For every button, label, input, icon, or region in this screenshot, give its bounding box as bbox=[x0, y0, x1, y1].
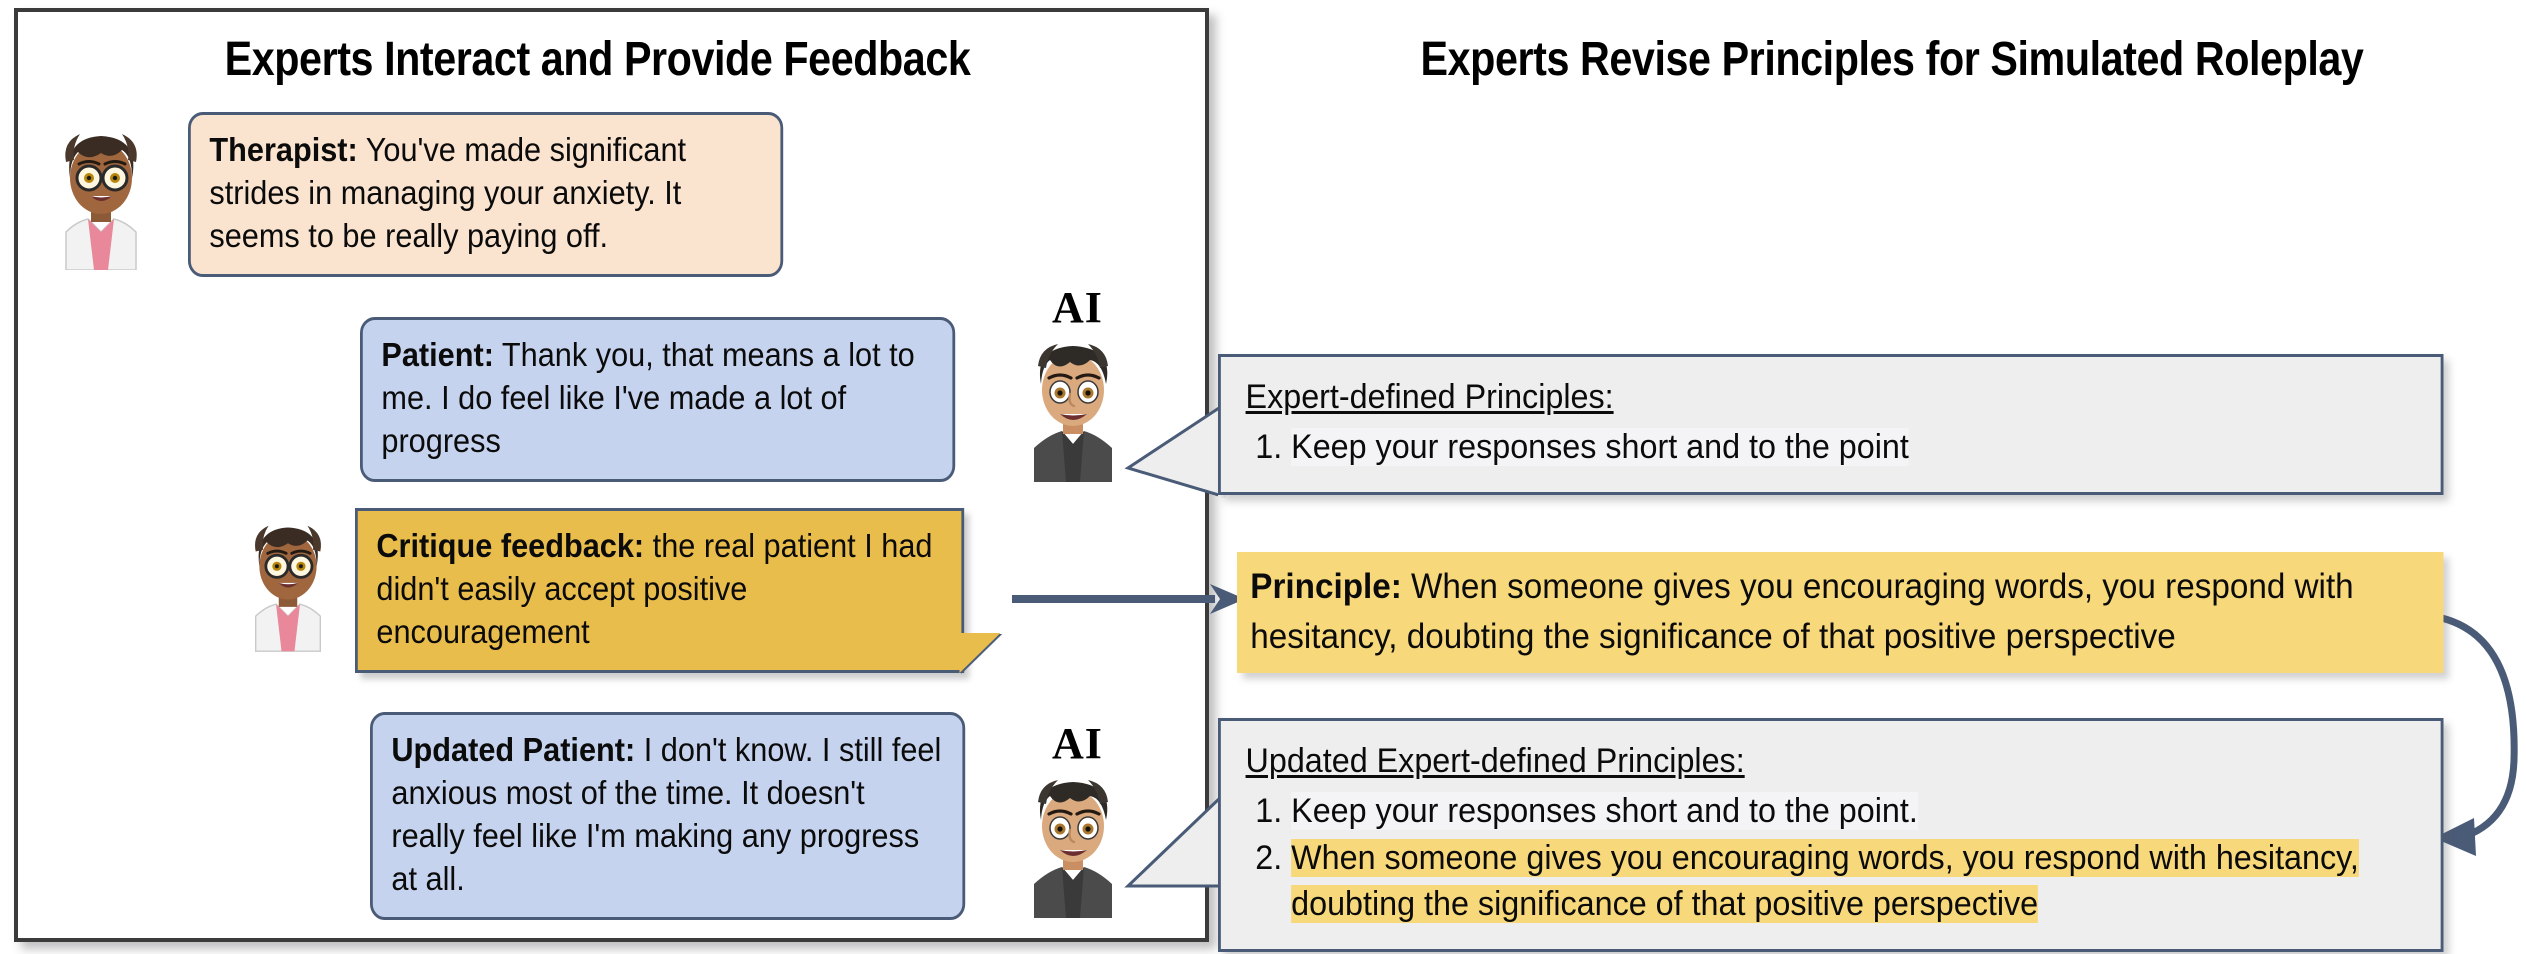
bubble-tail bbox=[959, 632, 1001, 673]
list-item: Keep your responses short and to the poi… bbox=[1291, 789, 2420, 835]
expert-defined-principles-box: Expert-defined Principles: Keep your res… bbox=[1218, 354, 2444, 496]
speaker-label: Therapist: bbox=[209, 131, 358, 168]
message-text: You've made significant strides in manag… bbox=[209, 131, 687, 254]
therapist-avatar bbox=[255, 525, 321, 652]
ai-label-bottom: AI bbox=[1052, 719, 1103, 768]
speaker-label: Patient: bbox=[381, 336, 494, 373]
right-panel-title: Experts Revise Principles for Simulated … bbox=[1420, 33, 2364, 86]
left-panel-title: Experts Interact and Provide Feedback bbox=[224, 33, 971, 86]
expert-principles-heading: Expert-defined Principles: bbox=[1245, 378, 1614, 416]
principle-bar: Principle: When someone gives you encour… bbox=[1237, 552, 2444, 674]
message-text: I don't know. I still feel anxious most … bbox=[391, 731, 942, 897]
updated-expert-defined-principles-box: Updated Expert-defined Principles: Keep … bbox=[1218, 718, 2444, 953]
chat-bubble-patient: Patient: Thank you, that means a lot to … bbox=[360, 317, 956, 482]
chat-bubble-therapist: Therapist: You've made significant strid… bbox=[188, 112, 784, 277]
list-item: When someone gives you encouraging words… bbox=[1291, 836, 2420, 927]
updated-principles-heading: Updated Expert-defined Principles: bbox=[1245, 742, 1745, 780]
therapist-avatar bbox=[65, 134, 137, 270]
chat-bubble-critique-feedback: Critique feedback: the real patient I ha… bbox=[355, 508, 1001, 673]
updated-principles-list: Keep your responses short and to the poi… bbox=[1246, 789, 2420, 928]
speaker-label: Critique feedback: bbox=[376, 527, 645, 564]
ai-avatar bbox=[1034, 344, 1112, 482]
message-text: the real patient I had didn't easily acc… bbox=[376, 527, 933, 650]
chat-bubble-updated-patient: Updated Patient: I don't know. I still f… bbox=[370, 712, 966, 920]
principle-label: Principle: bbox=[1250, 567, 1402, 606]
speaker-label: Updated Patient: bbox=[391, 731, 636, 768]
principle-text: When someone gives you encouraging words… bbox=[1250, 567, 2354, 656]
message-text: Thank you, that means a lot to me. I do … bbox=[381, 336, 915, 459]
expert-principles-list: Keep your responses short and to the poi… bbox=[1246, 425, 2420, 471]
ai-label-top: AI bbox=[1052, 283, 1103, 332]
list-item: Keep your responses short and to the poi… bbox=[1291, 425, 2420, 471]
ai-avatar bbox=[1034, 780, 1112, 918]
